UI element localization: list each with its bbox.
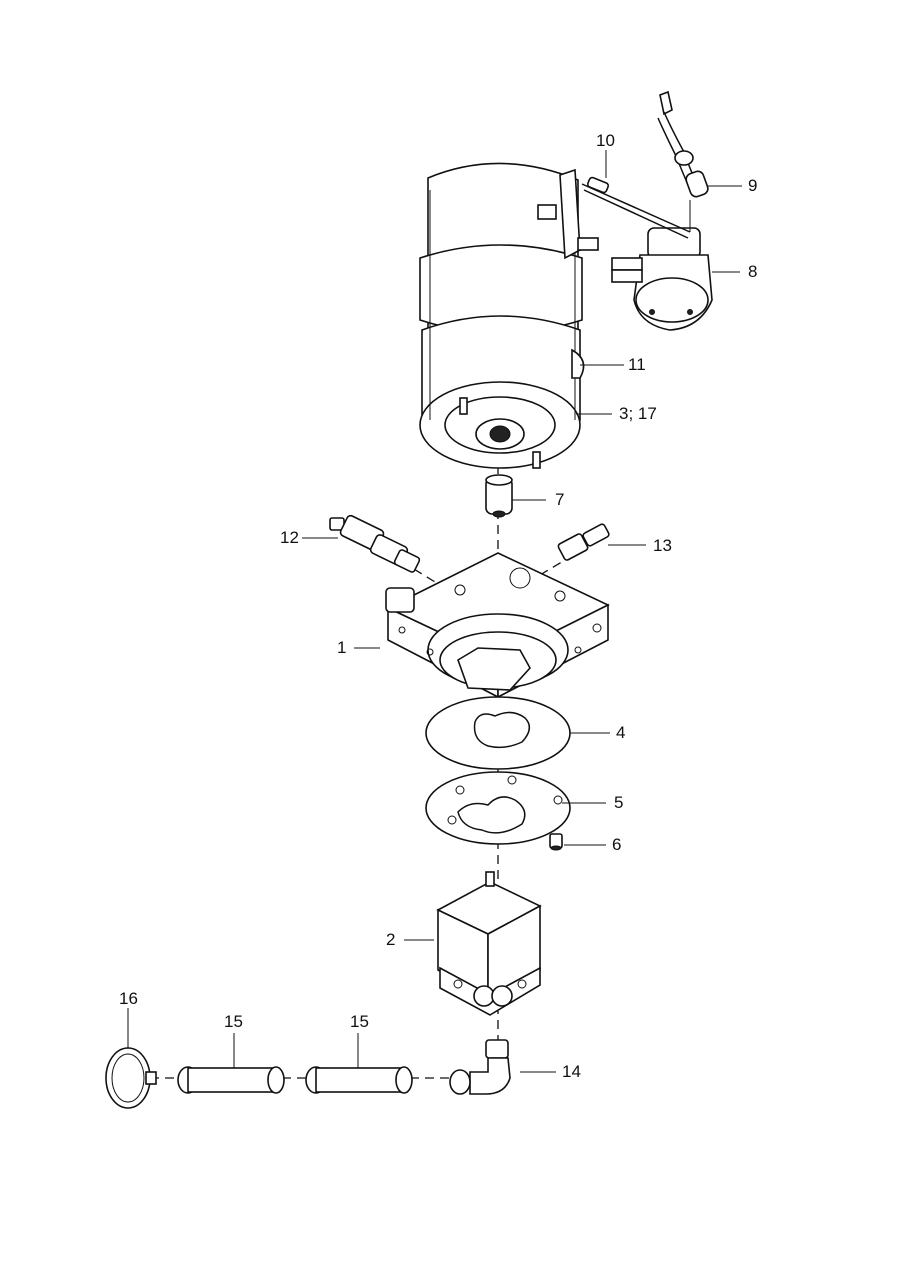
adapter-plate	[425, 771, 571, 845]
solenoid-contactor	[611, 227, 713, 331]
suction-tube-right	[305, 1066, 413, 1094]
callout-3-17: 3; 17	[619, 404, 657, 423]
suction-filter	[105, 1047, 157, 1109]
callout-15-left: 15	[224, 1012, 243, 1031]
relief-valve	[329, 514, 421, 613]
callout-4: 4	[616, 723, 626, 742]
screw	[549, 833, 563, 851]
callout-16: 16	[119, 989, 138, 1008]
valve-block	[386, 552, 610, 699]
callout-5: 5	[614, 793, 624, 812]
gear-pump	[436, 871, 542, 1016]
pressure-fitting	[557, 523, 610, 561]
callout-2: 2	[386, 930, 396, 949]
callout-8: 8	[748, 262, 758, 281]
electric-motor	[419, 162, 599, 469]
leader-lines	[127, 150, 742, 1073]
callout-6: 6	[612, 835, 622, 854]
callout-15-right: 15	[350, 1012, 369, 1031]
suction-tube-left	[177, 1066, 285, 1094]
callout-10: 10	[596, 131, 615, 150]
cable-lug	[657, 90, 709, 232]
callout-13: 13	[653, 536, 672, 555]
callout-14: 14	[562, 1062, 581, 1081]
callout-9: 9	[748, 176, 758, 195]
gasket	[425, 696, 571, 770]
elbow-fitting	[449, 1039, 511, 1095]
callout-7: 7	[555, 490, 565, 509]
callout-1: 1	[337, 638, 347, 657]
callout-11: 11	[628, 355, 646, 374]
callout-12: 12	[280, 528, 299, 547]
cable-link	[581, 176, 691, 239]
coupling	[485, 474, 513, 518]
